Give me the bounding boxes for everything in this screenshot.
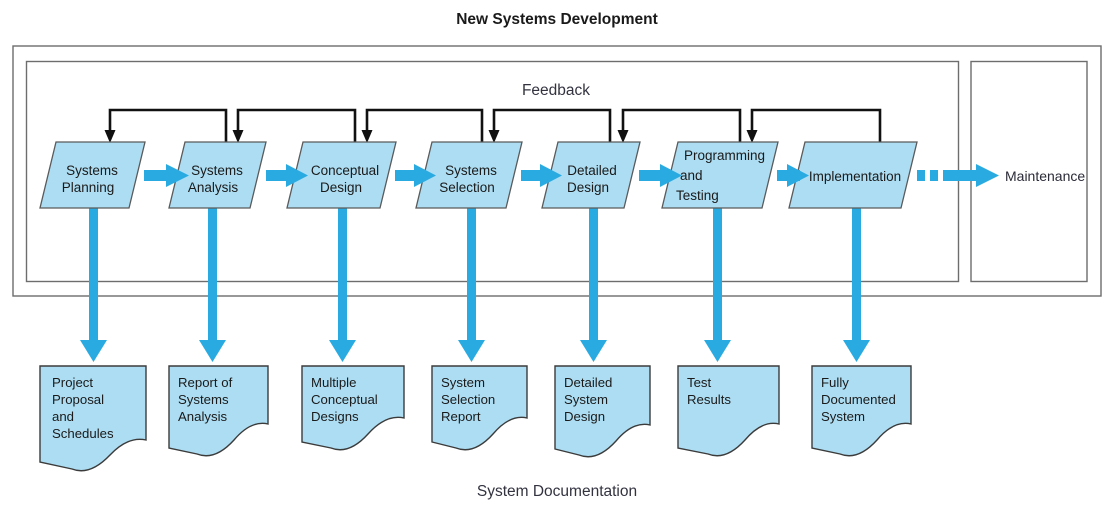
doc-label-line-3: Analysis xyxy=(178,409,228,424)
doc-label-line-2: Conceptual xyxy=(311,392,378,407)
doc-label-line-3: Report xyxy=(441,409,481,424)
stage-label-line-2: Design xyxy=(567,180,609,195)
flow-arrow-4 xyxy=(521,164,562,187)
doc-label-line-3: Designs xyxy=(311,409,359,424)
doc-label-line-1: System xyxy=(441,375,485,390)
document-project-proposal-and-schedules[interactable]: Project Proposal and Schedules xyxy=(39,365,147,472)
stage-systems-analysis[interactable]: Systems Analysis xyxy=(168,141,267,209)
document-report-of-systems-analysis[interactable]: Report of Systems Analysis xyxy=(168,365,269,457)
diagram-caption: System Documentation xyxy=(477,483,637,500)
maintenance-flow-arrow xyxy=(917,164,999,187)
stage-label-line-2: Analysis xyxy=(188,180,239,195)
flow-arrow-3 xyxy=(395,164,436,187)
stage-systems-planning[interactable]: Systems Planning xyxy=(39,141,146,209)
doc-label-line-2: Results xyxy=(687,392,731,407)
flow-arrow-6 xyxy=(777,164,809,187)
outer-frame xyxy=(12,45,1102,297)
doc-label-line-2: Systems xyxy=(178,392,229,407)
flow-arrow-1 xyxy=(144,164,189,187)
feedback-loop-4 xyxy=(488,108,612,143)
stage-label-line-1: Systems xyxy=(66,163,118,178)
doc-label-line-2: Documented xyxy=(821,392,896,407)
doc-label-line-1: Fully xyxy=(821,375,849,390)
stage-detailed-design[interactable]: Detailed Design xyxy=(541,141,641,209)
doc-label-line-4: Schedules xyxy=(52,426,114,441)
doc-label-line-1: Report of xyxy=(178,375,233,390)
stage-label-line-2: and xyxy=(680,168,703,183)
doc-label-line-3: Design xyxy=(564,409,605,424)
doc-label-line-1: Test xyxy=(687,375,712,390)
feedback-label: Feedback xyxy=(522,82,590,99)
stage-label-line-3: Testing xyxy=(676,188,719,203)
stage-systems-selection[interactable]: Systems Selection xyxy=(415,141,523,209)
stage-label-line-1: Conceptual xyxy=(311,163,379,178)
flow-arrow-2 xyxy=(266,164,308,187)
stage-label-line-1: Implementation xyxy=(809,169,901,184)
stage-label-line-2: Planning xyxy=(62,180,115,195)
flow-arrow-5 xyxy=(639,164,682,187)
doc-label-line-1: Detailed xyxy=(564,375,612,390)
stage-implementation[interactable]: Implementation xyxy=(788,141,918,209)
document-detailed-system-design[interactable]: Detailed System Design xyxy=(554,365,651,458)
stage-label-line-1: Systems xyxy=(445,163,497,178)
doc-label-line-2: Proposal xyxy=(52,392,104,407)
output-arrow-7 xyxy=(843,205,870,362)
stage-label-line-2: Design xyxy=(320,180,362,195)
output-arrow-6 xyxy=(704,205,731,362)
stage-label-line-1: Systems xyxy=(191,163,243,178)
document-multiple-conceptual-designs[interactable]: Multiple Conceptual Designs xyxy=(301,365,405,451)
doc-label-line-2: System xyxy=(564,392,608,407)
feedback-loop-6 xyxy=(746,108,882,143)
output-arrow-4 xyxy=(458,205,485,362)
stage-label-line-1: Detailed xyxy=(567,163,617,178)
stage-programming-and-testing[interactable]: Programming and Testing xyxy=(661,141,779,209)
stage-label-line-1: Programming xyxy=(684,148,765,163)
doc-label-line-3: and xyxy=(52,409,74,424)
output-arrow-5 xyxy=(580,205,607,362)
feedback-loop-3 xyxy=(361,108,484,143)
document-test-results[interactable]: Test Results xyxy=(677,365,780,457)
doc-label-line-1: Multiple xyxy=(311,375,356,390)
maintenance-label: Maintenance xyxy=(1005,168,1085,184)
output-arrow-1 xyxy=(80,205,107,362)
feedback-loop-1 xyxy=(104,108,228,143)
doc-label-line-1: Project xyxy=(52,375,93,390)
document-system-selection-report[interactable]: System Selection Report xyxy=(431,365,528,451)
stage-label-line-2: Selection xyxy=(439,180,495,195)
page-title: New Systems Development xyxy=(456,11,658,28)
stage-conceptual-design[interactable]: Conceptual Design xyxy=(286,141,397,209)
output-arrow-3 xyxy=(329,205,356,362)
doc-label-line-3: System xyxy=(821,409,865,424)
output-arrow-2 xyxy=(199,205,226,362)
document-fully-documented-system[interactable]: Fully Documented System xyxy=(811,365,912,457)
feedback-loop-2 xyxy=(232,108,357,143)
feedback-loop-5 xyxy=(617,108,742,143)
doc-label-line-2: Selection xyxy=(441,392,495,407)
